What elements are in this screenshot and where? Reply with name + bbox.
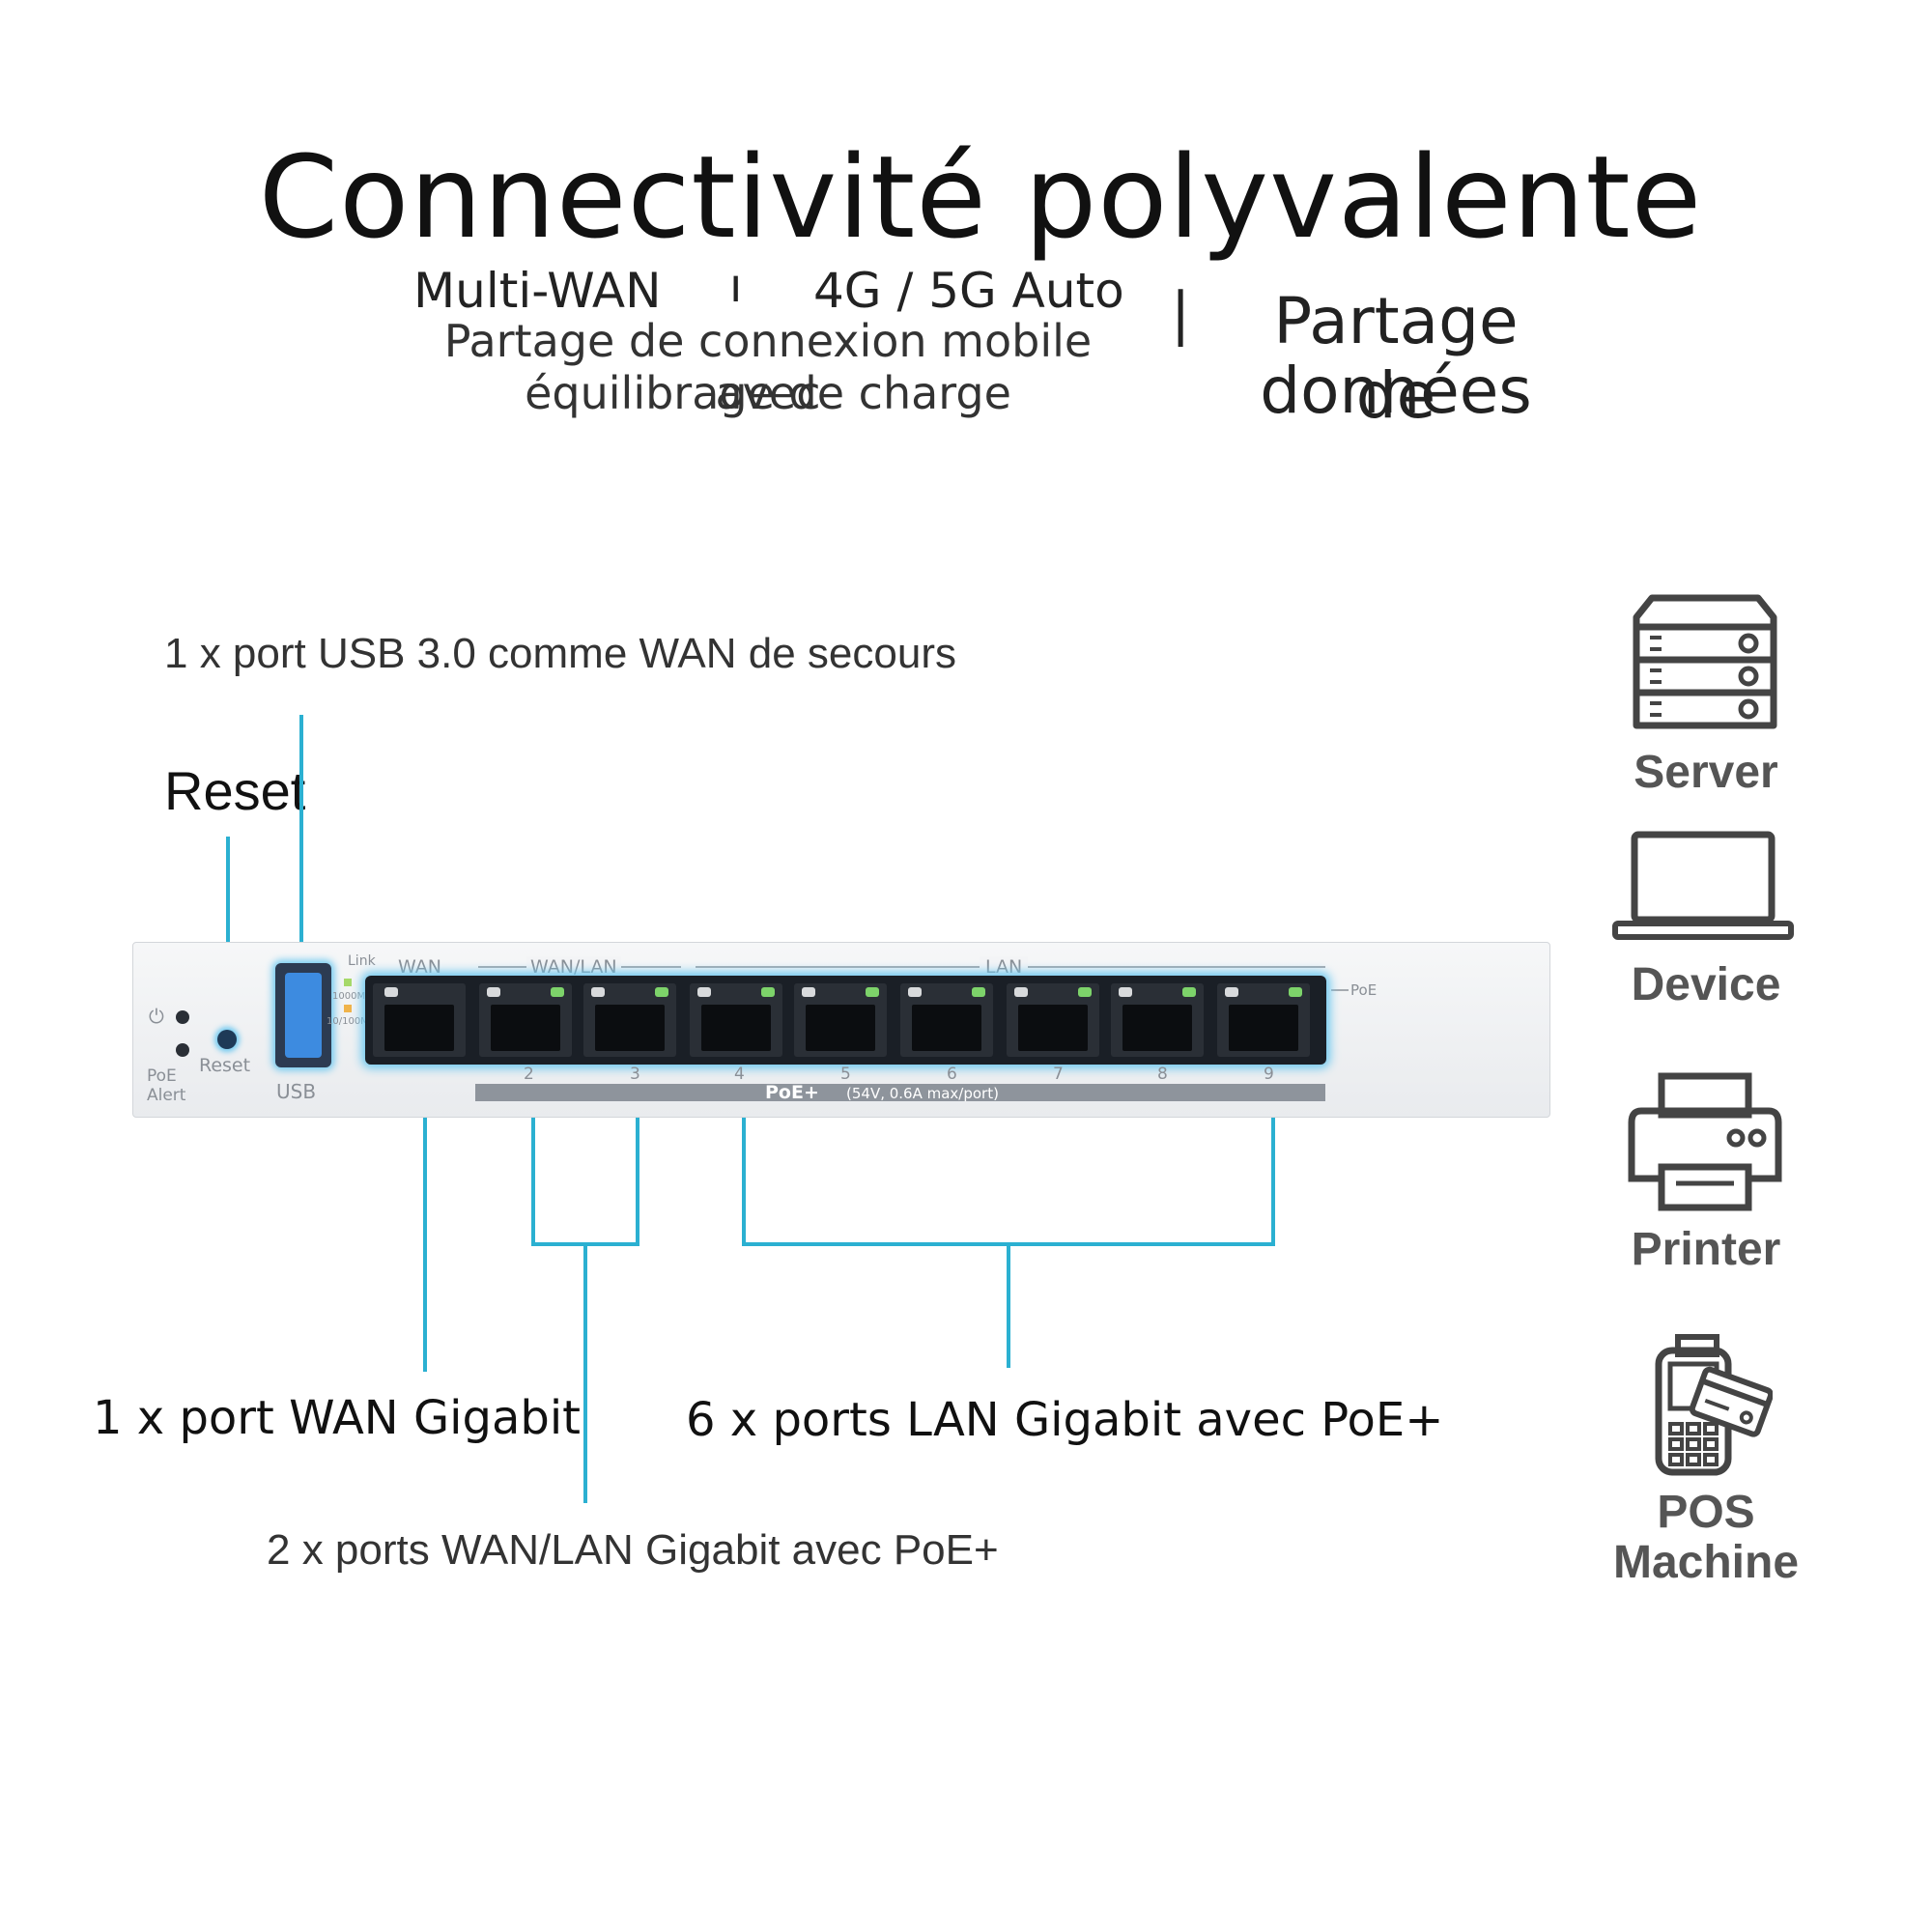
port-led-left	[591, 987, 605, 997]
port-led-right	[972, 987, 985, 997]
port-wanlan-3[interactable]	[583, 983, 676, 1057]
wanlan-leader-2	[531, 1034, 535, 1246]
usb-port-inner	[285, 973, 322, 1058]
printer-icon	[1628, 1072, 1782, 1211]
poe-alert-label-1: PoE	[147, 1066, 177, 1086]
port-led-right	[1182, 987, 1196, 997]
callout-usb: 1 x port USB 3.0 comme WAN de secours	[164, 630, 956, 677]
laptop-icon	[1612, 831, 1794, 940]
callout-reset: Reset	[164, 760, 306, 821]
port-lan-7[interactable]	[1007, 983, 1099, 1057]
feature-data-line1: Partage de	[1273, 284, 1519, 433]
port-led-right	[761, 987, 775, 997]
port-socket	[806, 1005, 875, 1051]
port-socket	[1122, 1005, 1192, 1051]
port-led-left	[1225, 987, 1238, 997]
port-socket	[491, 1005, 560, 1051]
port-socket	[1229, 1005, 1298, 1051]
port-socket	[1018, 1005, 1088, 1051]
wanlan-leader-3	[636, 1034, 639, 1246]
port-led-left	[802, 987, 815, 997]
port-led-right	[1289, 987, 1302, 997]
port-socket	[384, 1005, 454, 1051]
device-label-pos-1: POS	[1657, 1487, 1755, 1538]
port-number-5: 5	[840, 1065, 851, 1084]
callout-wanlan: 2 x ports WAN/LAN Gigabit avec PoE+	[267, 1526, 999, 1574]
feature-divider: |	[1171, 280, 1191, 348]
callout-wan: 1 x port WAN Gigabit	[93, 1391, 581, 1445]
reset-leader-line	[226, 837, 230, 1039]
speed-100-led	[344, 1005, 352, 1012]
wanlan-group-label: WAN/LAN	[526, 956, 621, 978]
ethernet-port-panel	[365, 976, 1326, 1065]
power-icon: ⏻	[149, 1005, 164, 1028]
server-icon	[1633, 594, 1777, 729]
port-led-left	[1014, 987, 1028, 997]
usb-label: USB	[276, 1080, 317, 1103]
lan-leader-4	[742, 1034, 746, 1246]
port-number-4: 4	[734, 1065, 745, 1084]
speed-1000-label: 1000M	[332, 991, 366, 1002]
port-led-left	[1119, 987, 1132, 997]
port-led-left	[697, 987, 711, 997]
feature-sub-line1: Partage de connexion mobile avec	[443, 315, 1093, 419]
device-label-device: Device	[1631, 959, 1781, 1010]
port-wan-1[interactable]	[373, 983, 466, 1057]
speed-1000-led	[344, 979, 352, 986]
lan-leader-9	[1271, 1034, 1275, 1246]
port-socket	[912, 1005, 981, 1051]
port-led-left	[908, 987, 922, 997]
wan-leader-line	[423, 1034, 427, 1372]
pos-terminal-icon	[1655, 1334, 1773, 1476]
usb-leader-line	[299, 715, 303, 995]
port-lan-5[interactable]	[794, 983, 887, 1057]
port-wanlan-2[interactable]	[479, 983, 572, 1057]
port-socket	[595, 1005, 665, 1051]
poe-spec-label: (54V, 0.6A max/port)	[846, 1085, 999, 1102]
link-label: Link	[348, 953, 376, 969]
port-led-right	[1078, 987, 1092, 997]
reset-button[interactable]	[217, 1030, 237, 1049]
port-led-right	[551, 987, 564, 997]
wanlan-leader-line	[583, 1242, 587, 1503]
poe-indicator-line	[1331, 989, 1349, 991]
speed-100-label: 10/100M	[327, 1016, 369, 1027]
port-led-left	[384, 987, 398, 997]
feature-sub-line2: équilibrage de charge	[525, 367, 1011, 419]
port-number-6: 6	[947, 1065, 957, 1084]
feature-multiwan: Multi-WAN	[413, 263, 662, 319]
wan-group-label: WAN	[398, 956, 441, 978]
lan-leader-line	[1007, 1242, 1010, 1368]
port-led-left	[487, 987, 500, 997]
port-number-7: 7	[1053, 1065, 1064, 1084]
port-lan-9[interactable]	[1217, 983, 1310, 1057]
device-label-server: Server	[1634, 747, 1778, 798]
feature-auto: 4G / 5G Auto	[813, 263, 1124, 319]
port-led-right	[866, 987, 879, 997]
poe-bar	[475, 1084, 1325, 1101]
port-socket	[701, 1005, 771, 1051]
reset-label: Reset	[199, 1055, 251, 1076]
port-number-8: 8	[1157, 1065, 1168, 1084]
page-title: Connectivité polyvalente	[258, 130, 1703, 264]
poe-plus-label: PoE+	[765, 1082, 819, 1103]
lan-group-label: LAN	[980, 956, 1029, 978]
feature-separator: ı	[729, 259, 743, 313]
port-led-right	[655, 987, 668, 997]
feature-data-line2: données	[1260, 354, 1532, 428]
port-number-9: 9	[1264, 1065, 1274, 1084]
port-lan-6[interactable]	[900, 983, 993, 1057]
poe-alert-led	[176, 1043, 189, 1057]
poe-indicator-label: PoE	[1350, 981, 1378, 999]
port-lan-8[interactable]	[1111, 983, 1204, 1057]
poe-alert-label-2: Alert	[147, 1086, 186, 1105]
port-number-2: 2	[524, 1065, 534, 1084]
power-led	[176, 1010, 189, 1024]
port-lan-4[interactable]	[690, 983, 782, 1057]
callout-lan: 6 x ports LAN Gigabit avec PoE+	[686, 1393, 1444, 1447]
device-label-printer: Printer	[1631, 1224, 1781, 1275]
port-number-3: 3	[630, 1065, 640, 1084]
device-label-pos-2: Machine	[1612, 1537, 1800, 1588]
usb-port[interactable]	[275, 963, 331, 1067]
